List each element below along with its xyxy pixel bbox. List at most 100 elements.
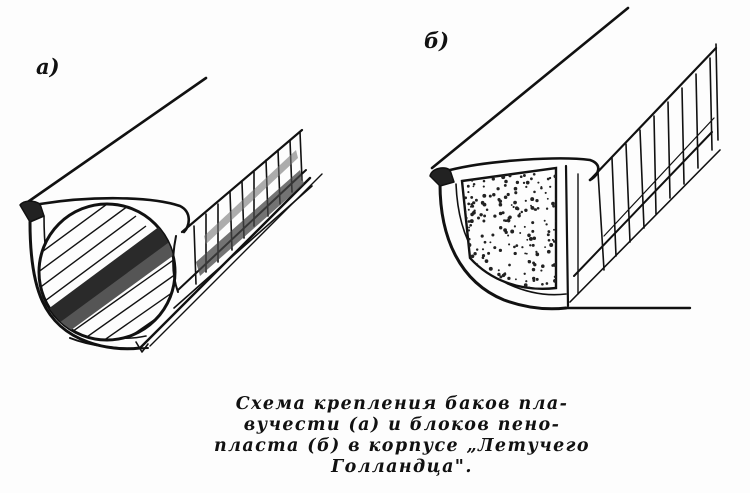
- foam-dot: [553, 279, 556, 283]
- foam-dot: [557, 167, 559, 169]
- foam-dot: [527, 233, 531, 238]
- panel-b-deck-edge: [430, 6, 630, 170]
- foam-dot: [473, 209, 476, 212]
- panel-a-frames: [172, 128, 313, 309]
- foam-dot: [501, 273, 506, 278]
- foam-dot: [525, 280, 528, 283]
- foam-dot: [533, 263, 537, 267]
- foam-dot: [465, 216, 468, 220]
- foam-dot: [459, 225, 462, 228]
- foam-dot: [531, 221, 535, 225]
- foam-dot: [470, 195, 474, 199]
- foam-dot: [483, 214, 487, 218]
- foam-dot: [528, 286, 531, 289]
- foam-dot: [504, 179, 508, 184]
- foam-dot: [524, 199, 527, 202]
- foam-dot: [491, 177, 495, 181]
- foam-dot: [514, 206, 519, 211]
- foam-dot: [518, 212, 521, 215]
- foam-dot: [545, 282, 549, 285]
- foam-dot: [470, 254, 475, 259]
- foam-dot: [491, 233, 495, 237]
- foam-dot: [470, 203, 474, 206]
- foam-dot: [526, 238, 529, 241]
- foam-dot: [468, 226, 471, 229]
- panel-b-gunwale: [429, 167, 455, 187]
- foam-dot: [481, 254, 486, 258]
- foam-dot: [469, 219, 474, 224]
- foam-dot: [459, 286, 462, 289]
- foam-dot: [525, 252, 528, 255]
- foam-dot: [480, 213, 483, 216]
- foam-dot: [552, 263, 556, 267]
- foam-dot: [533, 208, 537, 211]
- foam-dot: [467, 173, 470, 176]
- foam-dot: [546, 177, 550, 181]
- panel-a-label: а): [36, 54, 60, 79]
- foam-dot: [492, 192, 496, 197]
- foam-dot: [531, 243, 535, 247]
- foam-dot: [552, 204, 555, 208]
- panel-a-float-tank: [37, 202, 177, 342]
- foam-dot: [481, 248, 485, 251]
- foam-dot: [548, 230, 551, 234]
- foam-dot: [471, 265, 475, 269]
- foam-dot: [462, 192, 463, 197]
- foam-dot: [533, 190, 536, 194]
- foam-dot: [491, 168, 494, 171]
- foam-dot: [522, 174, 526, 177]
- panel-a-gunwale: [19, 200, 45, 223]
- foam-dot: [488, 266, 493, 271]
- foam-dot: [523, 272, 526, 275]
- foam-dot: [476, 173, 479, 176]
- foam-dot: [503, 183, 507, 187]
- foam-dot: [497, 269, 500, 272]
- foam-dot: [482, 193, 487, 198]
- foam-dot: [480, 234, 484, 238]
- foam-dot: [475, 248, 479, 251]
- foam-dot: [483, 240, 487, 244]
- panel-b-frames: [573, 43, 719, 277]
- foam-dot: [504, 219, 508, 223]
- foam-dot: [535, 198, 539, 203]
- foam-dot: [513, 245, 516, 249]
- foam-dot: [497, 198, 501, 202]
- foam-dot: [476, 216, 481, 220]
- foam-dot: [482, 202, 487, 207]
- foam-dot: [513, 251, 517, 256]
- foam-dot: [503, 284, 507, 288]
- foam-dot: [520, 210, 524, 214]
- foam-dot: [522, 181, 526, 185]
- foam-dot: [532, 172, 536, 176]
- caption-line-1: Схема крепления баков пла-: [235, 394, 569, 414]
- foam-dot: [519, 232, 522, 234]
- foam-dot: [552, 240, 556, 243]
- foam-dot: [523, 283, 528, 287]
- foam-dot: [508, 243, 511, 246]
- foam-dot: [482, 179, 486, 183]
- foam-dot: [508, 263, 511, 267]
- foam-dot: [507, 276, 511, 281]
- foam-dot: [498, 248, 503, 253]
- foam-dot: [523, 225, 526, 228]
- foam-dot: [484, 259, 489, 263]
- foam-dot: [515, 244, 519, 247]
- foam-dot: [532, 276, 536, 281]
- foam-dot: [525, 185, 528, 189]
- foam-dot: [545, 207, 549, 210]
- foam-dot: [543, 219, 546, 222]
- foam-dot: [544, 246, 547, 249]
- foam-dot: [472, 201, 476, 205]
- foam-dot: [548, 176, 552, 180]
- foam-dot: [499, 275, 503, 279]
- foam-dot: [540, 269, 543, 272]
- foam-dot: [468, 237, 471, 241]
- foam-dot: [514, 278, 517, 281]
- foam-dot: [507, 219, 511, 223]
- foam-dot: [515, 180, 520, 185]
- foam-dot: [467, 229, 471, 232]
- foam-dot: [489, 241, 492, 244]
- foam-dot: [530, 197, 535, 202]
